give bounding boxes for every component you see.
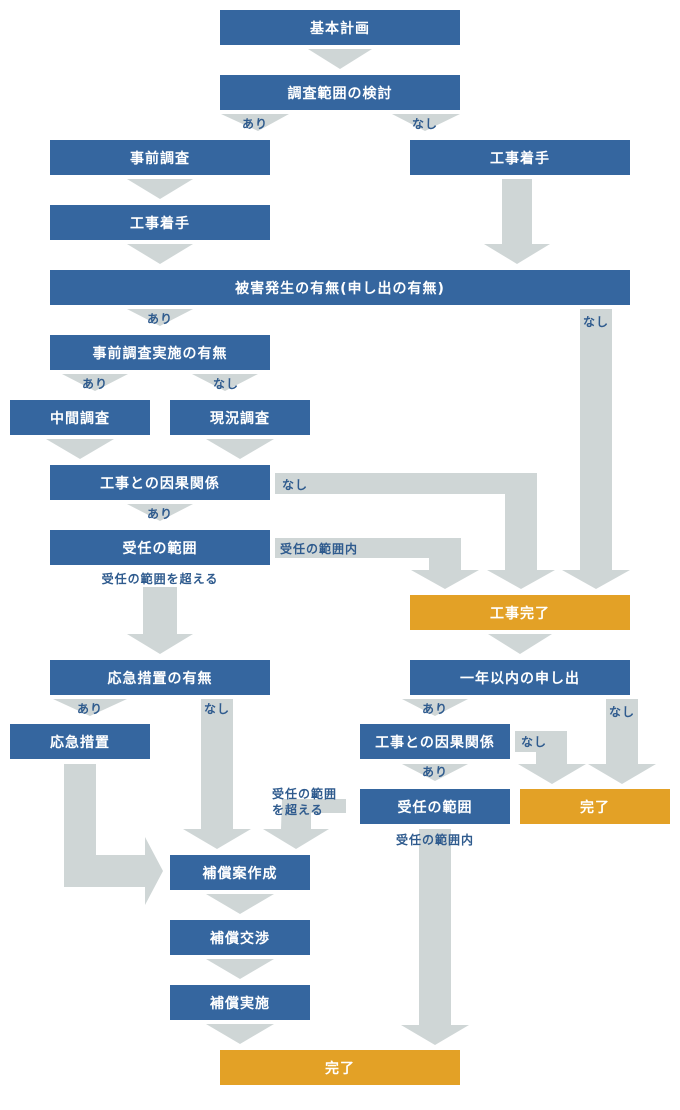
arrow xyxy=(484,179,550,264)
node-pre-survey-done: 事前調査実施の有無 xyxy=(50,335,270,370)
arrow xyxy=(127,179,193,199)
arrow xyxy=(46,439,114,459)
arrow xyxy=(562,309,630,589)
arrow xyxy=(127,309,193,326)
node-compensation-negotiation: 補償交渉 xyxy=(170,920,310,955)
arrow xyxy=(127,587,193,654)
node-causal-relation: 工事との因果関係 xyxy=(50,465,270,500)
node-complete-right: 完了 xyxy=(520,789,670,824)
node-compensation-execution: 補償実施 xyxy=(170,985,310,1020)
arrow xyxy=(221,114,289,131)
node-work-complete: 工事完了 xyxy=(410,595,630,630)
edge-label-within-scope: 受任の範囲内 xyxy=(280,542,359,556)
edge-label-yes: あり xyxy=(241,117,269,131)
arrow xyxy=(392,114,460,131)
edge-label-beyond-scope-line1: 受任の範囲 xyxy=(272,787,338,801)
edge-label-yes: あり xyxy=(146,507,174,521)
arrow xyxy=(53,699,127,716)
arrow xyxy=(192,374,258,391)
arrow xyxy=(275,538,479,589)
arrow xyxy=(206,1024,274,1044)
arrow xyxy=(183,699,251,849)
edge-label-yes: あり xyxy=(421,765,449,779)
arrow xyxy=(308,49,372,69)
node-pre-survey: 事前調査 xyxy=(50,140,270,175)
node-emergency-measures: 応急措置 xyxy=(10,724,150,759)
arrow xyxy=(62,374,128,391)
edge-label-beyond-scope-line2: を超える xyxy=(272,803,324,817)
arrow xyxy=(64,764,163,905)
node-damage-occurrence: 被害発生の有無(申し出の有無) xyxy=(50,270,630,305)
arrow xyxy=(488,634,552,654)
node-acceptance-scope: 受任の範囲 xyxy=(50,530,270,565)
edge-label-within-scope: 受任の範囲内 xyxy=(395,833,475,847)
arrow xyxy=(402,764,468,781)
arrow xyxy=(206,439,274,459)
node-complete-final: 完了 xyxy=(220,1050,460,1085)
arrow xyxy=(401,829,469,1045)
arrow xyxy=(588,699,656,784)
arrow xyxy=(515,731,586,784)
edge-label-yes: あり xyxy=(146,312,174,326)
node-within-one-year: 一年以内の申し出 xyxy=(410,660,630,695)
node-interim-survey: 中間調査 xyxy=(10,400,150,435)
node-emergency-measures-q: 応急措置の有無 xyxy=(50,660,270,695)
arrow xyxy=(206,959,274,979)
edge-label-no: なし xyxy=(282,478,309,492)
arrow xyxy=(402,699,468,716)
arrow xyxy=(127,244,193,264)
edge-label-yes: あり xyxy=(81,377,109,391)
edge-label-no: なし xyxy=(212,377,240,391)
arrow xyxy=(127,504,193,521)
node-acceptance-scope-2: 受任の範囲 xyxy=(360,789,510,824)
arrow xyxy=(206,894,274,914)
edge-label-no: なし xyxy=(521,735,548,749)
edge-label-no: なし xyxy=(203,702,231,716)
edge-label-no: なし xyxy=(411,117,439,131)
edge-label-beyond-scope: 受任の範囲を超える xyxy=(101,572,219,586)
node-work-start-right: 工事着手 xyxy=(410,140,630,175)
node-scope-study: 調査範囲の検討 xyxy=(220,75,460,110)
edge-label-no: なし xyxy=(582,315,610,329)
node-compensation-draft: 補償案作成 xyxy=(170,855,310,890)
edge-label-no: なし xyxy=(608,705,636,719)
arrow xyxy=(275,473,555,589)
node-causal-relation-2: 工事との因果関係 xyxy=(360,724,510,759)
arrow xyxy=(263,799,346,849)
edge-label-yes: あり xyxy=(421,702,449,716)
node-work-start-left: 工事着手 xyxy=(50,205,270,240)
node-current-survey: 現況調査 xyxy=(170,400,310,435)
edge-label-yes: あり xyxy=(76,702,104,716)
node-basic-plan: 基本計画 xyxy=(220,10,460,45)
